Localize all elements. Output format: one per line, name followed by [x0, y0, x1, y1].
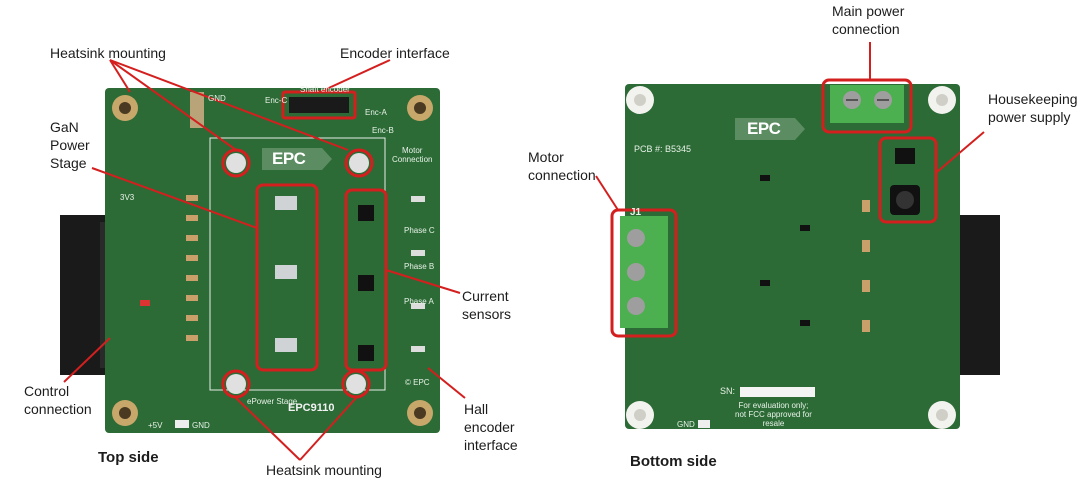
- bottom-gnd-silk: GND: [677, 420, 695, 429]
- heatsink-hole-2: [349, 153, 369, 173]
- label-heatsink-top: Heatsink mounting: [50, 45, 166, 61]
- current-sensor-2: [358, 275, 374, 291]
- top-pcb: [105, 88, 440, 433]
- gan-fet-3: [275, 338, 297, 352]
- gan-stage-highlight: [255, 183, 319, 372]
- v3-silk: 3V3: [120, 193, 135, 202]
- pointer-lines: [63, 42, 985, 461]
- bottom-pcb: [625, 84, 960, 429]
- label-bottom-side: Bottom side: [630, 453, 717, 470]
- heatsink-hole-4: [346, 374, 366, 394]
- label-hall-encoder: Hall encoder interface: [464, 401, 518, 453]
- label-gan-power-stage: GaN Power Stage: [50, 119, 90, 171]
- gan-fet-1: [275, 196, 297, 210]
- serial-number-field: [740, 387, 815, 397]
- gan-fet-2: [275, 265, 297, 279]
- heatsink-hole-1: [226, 153, 246, 173]
- label-control-connection: Control connection: [24, 383, 92, 417]
- label-motor-connection: Motor connection: [528, 149, 596, 183]
- label-current-sensors: Current sensors: [462, 288, 512, 322]
- epc-copyright-silk: © EPC: [405, 378, 430, 387]
- bottom-board: [610, 78, 1000, 429]
- phase-c-silk: Phase C: [404, 226, 435, 235]
- phase-b-silk: Phase B: [404, 262, 435, 271]
- enc-b-silk: Enc-B: [372, 126, 394, 135]
- shaft-encoder-silk: Shaft encoder: [300, 85, 350, 94]
- enc-a-silk: Enc-A: [365, 108, 387, 117]
- top-epc-logo: EPC: [272, 149, 306, 168]
- motor-connection-silk: Motor Connection: [392, 146, 433, 164]
- model-number: EPC9110: [288, 402, 335, 414]
- epower-silk: ePower Stage: [247, 397, 298, 406]
- gnd-bottom-silk: GND: [192, 421, 210, 430]
- current-sensor-3: [358, 345, 374, 361]
- label-encoder-interface: Encoder interface: [340, 45, 450, 61]
- eval-note: For evaluation only; not FCC approved fo…: [735, 401, 812, 428]
- label-heatsink-bottom: Heatsink mounting: [266, 462, 382, 478]
- phase-a-silk: Phase A: [404, 297, 434, 306]
- pcb-number: PCB #: B5345: [634, 144, 692, 154]
- bottom-epc-logo: EPC: [747, 119, 781, 138]
- main-power-terminal: [830, 85, 904, 123]
- motor-terminal-highlight: [610, 208, 678, 338]
- label-top-side: Top side: [98, 449, 159, 466]
- heatsink-hole-3: [226, 374, 246, 394]
- label-housekeeping: Housekeeping power supply: [988, 91, 1078, 125]
- label-main-power: Main power connection: [832, 3, 905, 37]
- v5-silk: +5V: [148, 421, 163, 430]
- sn-silk: SN:: [720, 386, 736, 396]
- top-board: [60, 88, 440, 433]
- current-sensors-highlight: [344, 188, 388, 372]
- j1-silk: J1: [630, 207, 642, 218]
- encoder-header-highlight: [281, 90, 357, 120]
- main-power-highlight: [821, 78, 913, 134]
- current-sensor-1: [358, 205, 374, 221]
- encoder-header: [289, 97, 349, 113]
- housekeeping-highlight: [878, 136, 938, 224]
- top-gnd-silk: GND: [208, 94, 226, 103]
- enc-c-silk: Enc-C: [265, 96, 288, 105]
